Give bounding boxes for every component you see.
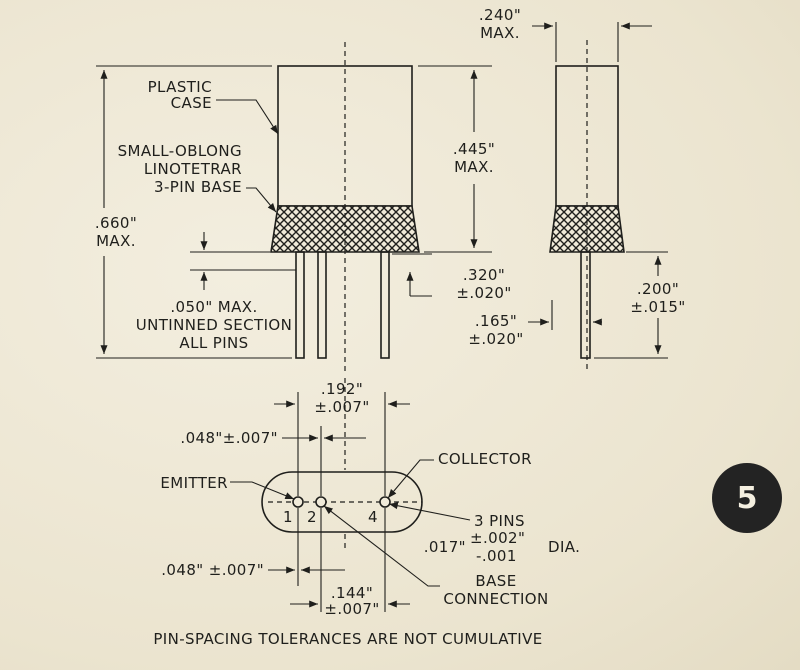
overall-height-value: .660" <box>95 214 137 232</box>
pin-1-hole <box>292 496 304 508</box>
base-desc-line-2: LINOTETRAR <box>144 160 242 178</box>
base-desc-line-3: 3-PIN BASE <box>154 178 242 196</box>
case-height-max: MAX. <box>454 158 494 176</box>
side-view <box>528 22 668 372</box>
untinned-line-1: .050" MAX. <box>170 298 257 316</box>
front-pin-3 <box>380 251 390 359</box>
side-pin-value: .200" <box>637 280 679 298</box>
pin-number-2: 2 <box>307 508 317 526</box>
pin-2-hole <box>315 496 327 508</box>
front-base-hatched <box>270 205 420 253</box>
side-pin <box>580 251 591 359</box>
bottom-view <box>230 378 471 612</box>
collector-label: COLLECTOR <box>438 450 532 468</box>
base-pitch-tol: ±.007" <box>324 600 379 618</box>
base-pitch-value: .144" <box>331 584 373 602</box>
pin-offset-tol: ±.020" <box>468 330 523 348</box>
base-leader <box>246 187 277 213</box>
case-height-value: .445" <box>453 140 495 158</box>
front-pin-2 <box>317 251 327 359</box>
front-view <box>96 42 492 372</box>
width-max: MAX. <box>480 24 520 42</box>
emitter-label: EMITTER <box>160 474 228 492</box>
base-desc-line-1: SMALL-OBLONG <box>118 142 242 160</box>
three-pins-label: 3 PINS <box>474 512 525 530</box>
pin-spacing-top: .048"±.007" <box>180 429 278 447</box>
collector-leader <box>387 459 434 499</box>
three-pins-leader <box>388 502 471 521</box>
untinned-line-2: UNTINNED SECTION <box>136 316 293 334</box>
width-value: .240" <box>479 6 521 24</box>
footer-note: PIN-SPACING TOLERANCES ARE NOT CUMULATIV… <box>153 630 542 648</box>
pin-number-1: 1 <box>283 508 293 526</box>
pin-length-value: .320" <box>463 266 505 284</box>
base-connection-line-2: CONNECTION <box>443 590 548 608</box>
plastic-case-label-1: PLASTIC <box>148 78 212 96</box>
pin-dia-suffix: DIA. <box>548 538 580 556</box>
pin-offset-value: .165" <box>475 312 517 330</box>
pin-spacing-bottom: .048" ±.007" <box>161 561 264 579</box>
overall-height-max: MAX. <box>96 232 136 250</box>
untinned-line-3: ALL PINS <box>179 334 248 352</box>
pin-number-4: 4 <box>368 508 378 526</box>
side-pin-tol: ±.015" <box>630 298 685 316</box>
pin-span-tol: ±.007" <box>314 398 369 416</box>
pin-dia-tol-plus: ±.002" <box>470 529 525 547</box>
pin-dia-tol-minus: -.001 <box>476 547 517 565</box>
pin-span-value: .192" <box>321 380 363 398</box>
base-connection-leader <box>323 505 440 587</box>
plastic-case-leader <box>216 99 279 135</box>
figure-number-badge: 5 <box>712 463 782 533</box>
front-pin-1 <box>295 251 305 359</box>
pin-length-tol: ±.020" <box>456 284 511 302</box>
pin-dia-value: .017" <box>424 538 466 556</box>
base-connection-line-1: BASE <box>475 572 516 590</box>
emitter-leader <box>230 481 295 500</box>
oblong-base-outline <box>261 471 423 533</box>
pin-4-hole <box>379 496 391 508</box>
plastic-case-label-2: CASE <box>171 94 212 112</box>
